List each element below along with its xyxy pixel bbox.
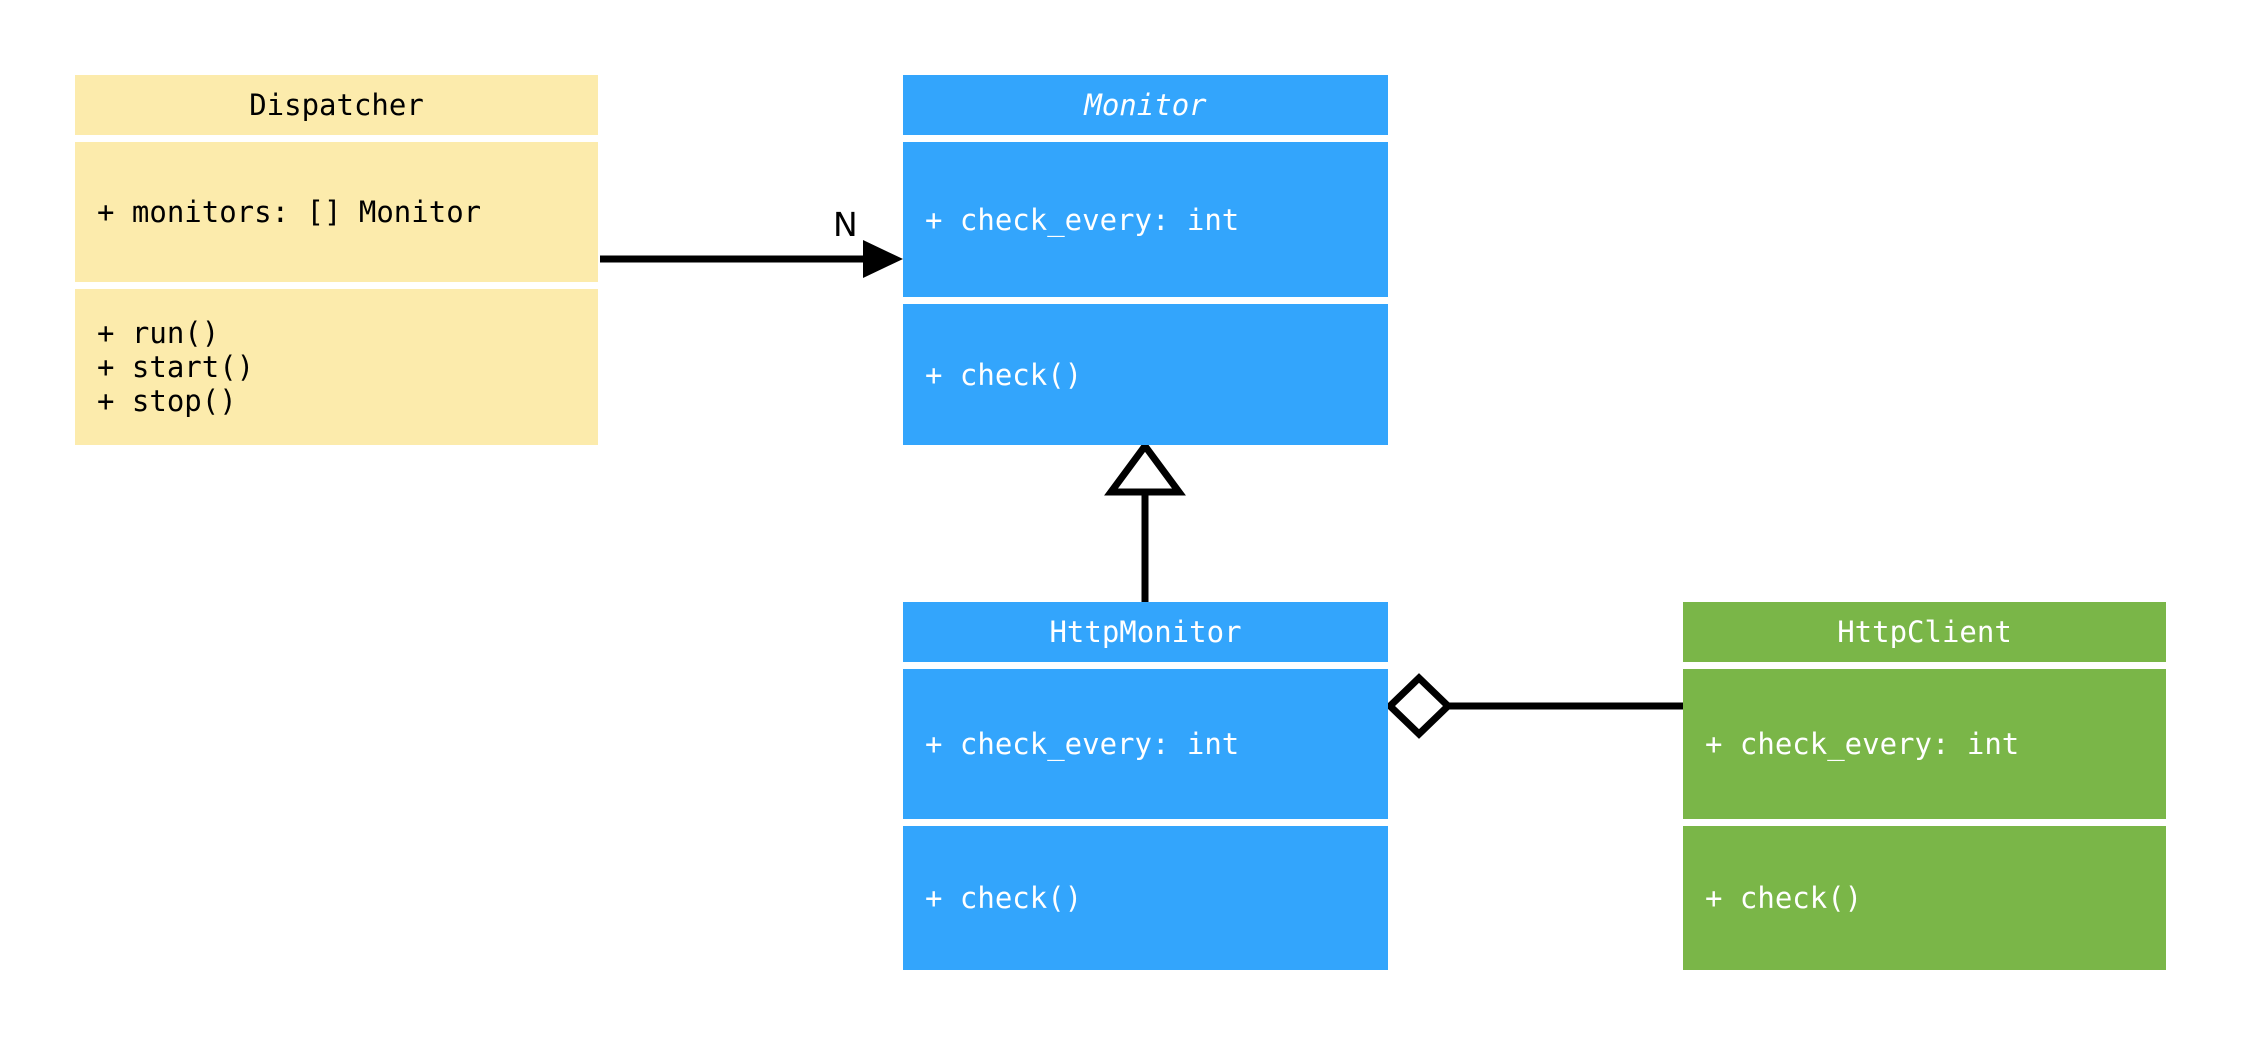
uml-class-monitor[interactable]: Monitor + check_every: int + check() — [903, 75, 1388, 445]
compartment-divider — [903, 135, 1388, 142]
compartment-divider — [75, 135, 598, 142]
uml-class-httpmonitor[interactable]: HttpMonitor + check_every: int + check() — [903, 602, 1388, 970]
class-name-httpclient: HttpClient — [1683, 602, 2166, 662]
hollow-triangle-icon — [1104, 440, 1186, 496]
attributes-compartment-dispatcher: + monitors: [] Monitor — [75, 142, 598, 282]
class-name-dispatcher: Dispatcher — [75, 75, 598, 135]
attributes-compartment-httpclient: + check_every: int — [1683, 669, 2166, 819]
methods-compartment-httpclient: + check() — [1683, 826, 2166, 970]
association-multiplicity-label: N — [833, 205, 858, 244]
methods-compartment-dispatcher: + run() + start() + stop() — [75, 289, 598, 445]
aggregation-httpmonitor-httpclient — [1384, 673, 1683, 739]
compartment-divider — [1683, 662, 2166, 669]
attributes-compartment-httpmonitor: + check_every: int — [903, 669, 1388, 819]
filled-arrowhead-icon — [863, 240, 903, 278]
generalization-httpmonitor-monitor — [1104, 440, 1186, 602]
class-name-monitor: Monitor — [903, 75, 1388, 135]
compartment-divider — [903, 819, 1388, 826]
compartment-divider — [75, 282, 598, 289]
compartment-divider — [903, 297, 1388, 304]
compartment-divider — [1683, 819, 2166, 826]
methods-compartment-monitor: + check() — [903, 304, 1388, 445]
compartment-divider — [903, 662, 1388, 669]
hollow-diamond-icon — [1384, 673, 1454, 739]
attributes-compartment-monitor: + check_every: int — [903, 142, 1388, 297]
association-dispatcher-monitor — [600, 240, 903, 278]
class-name-httpmonitor: HttpMonitor — [903, 602, 1388, 662]
methods-compartment-httpmonitor: + check() — [903, 826, 1388, 970]
uml-class-dispatcher[interactable]: Dispatcher + monitors: [] Monitor + run(… — [75, 75, 598, 445]
uml-class-httpclient[interactable]: HttpClient + check_every: int + check() — [1683, 602, 2166, 970]
